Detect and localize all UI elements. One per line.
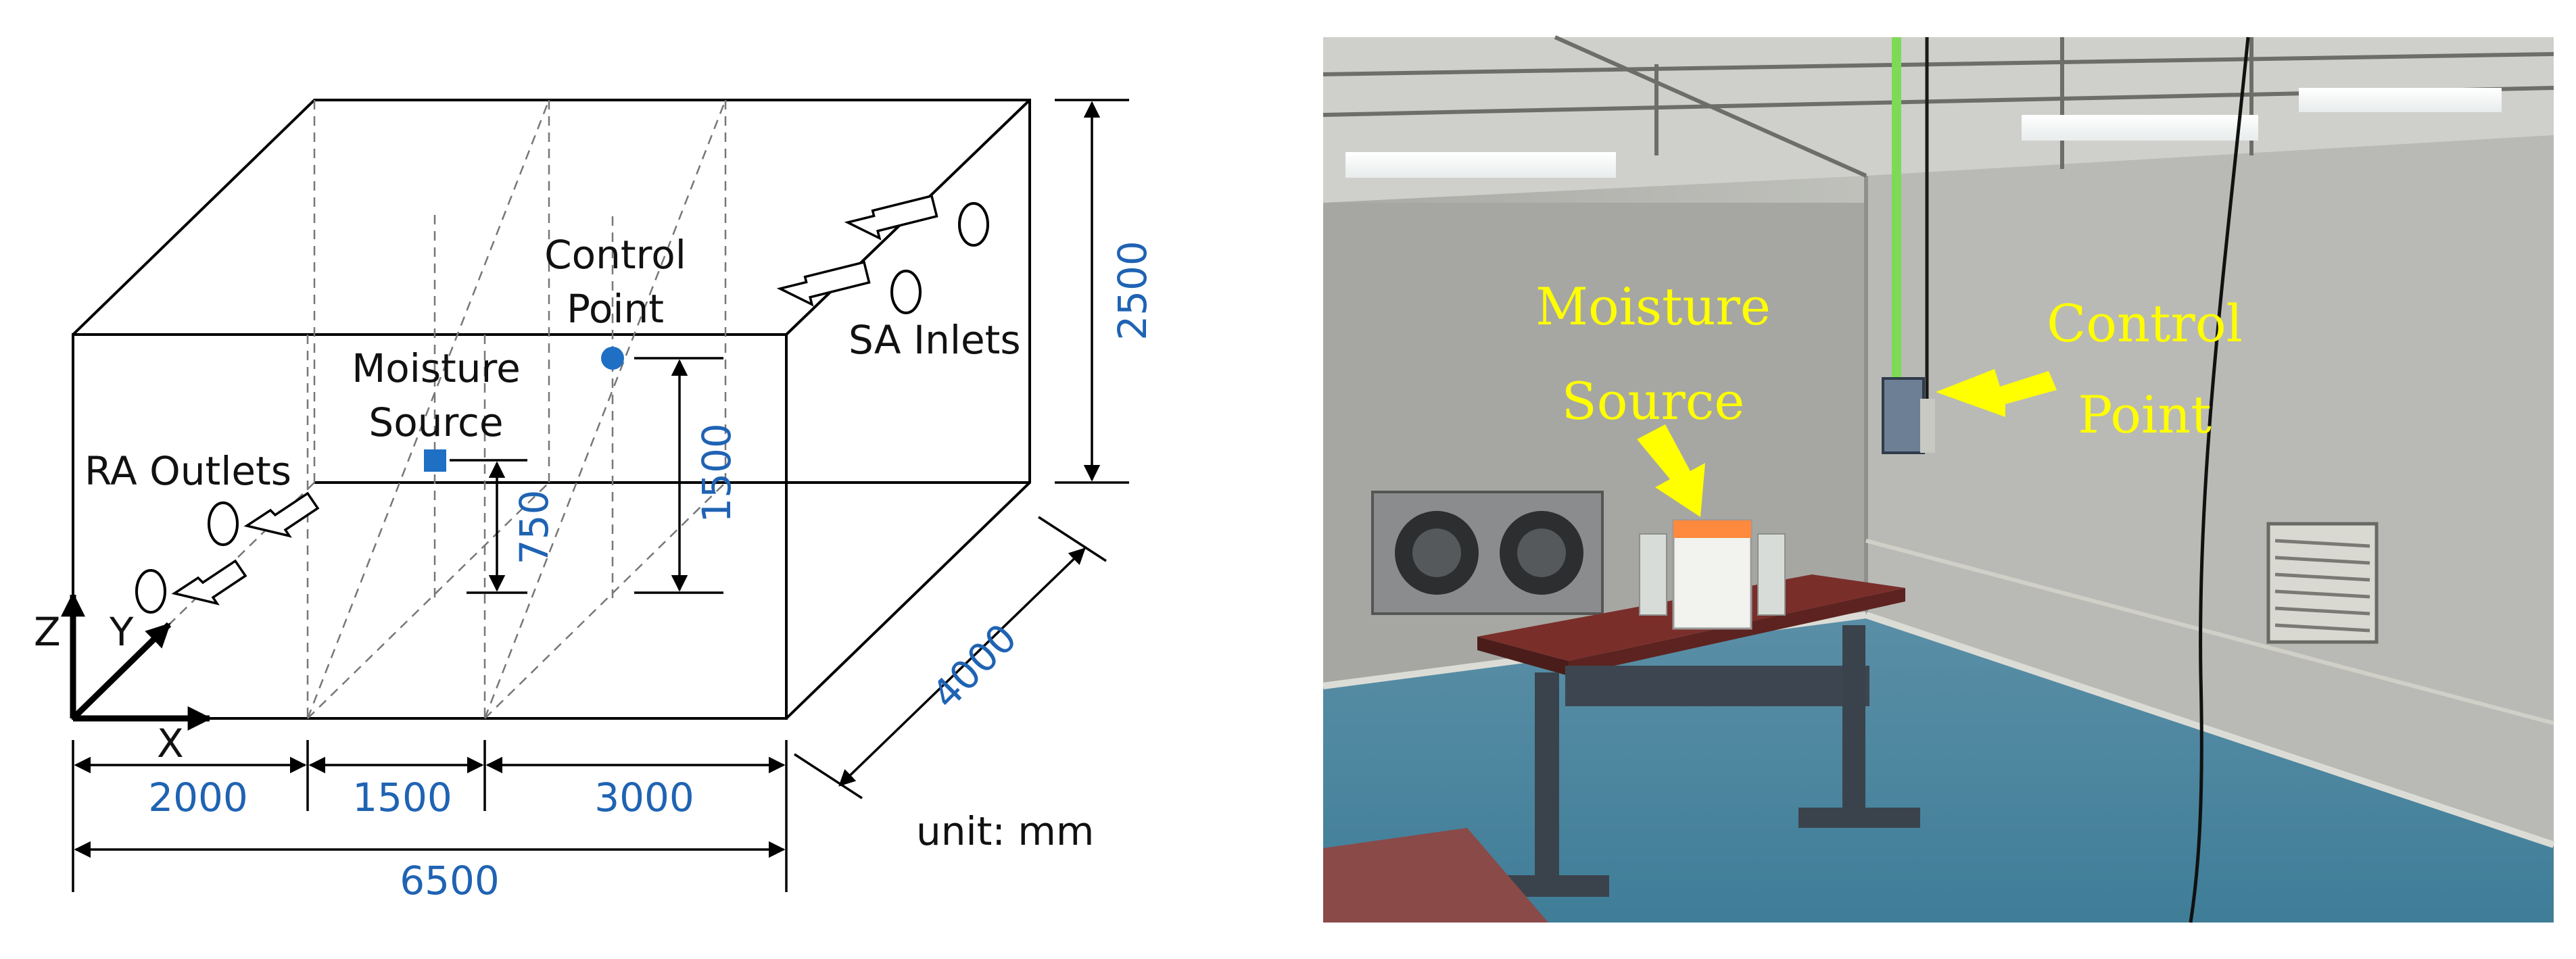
moisture-source-label-line1: Moisture <box>352 345 521 391</box>
room-box-edges <box>72 99 1031 720</box>
photo-moisture-source-label-line2: Source <box>1562 371 1745 431</box>
moisture-source-height-value: 750 <box>511 490 557 565</box>
control-point-height-dimension <box>634 357 723 594</box>
coordinate-axes <box>61 592 212 731</box>
photo-moisture-source-label-line1: Moisture <box>1535 276 1771 337</box>
moisture-source-marker <box>424 449 446 472</box>
moisture-source-label-line2: Source <box>368 399 503 445</box>
room-schematic: Z Y X 2500 4000 2000 1500 <box>34 99 1155 904</box>
photo-annotations: Moisture Source Control Point <box>1535 276 2243 517</box>
length-dimensions <box>72 740 788 892</box>
photo-control-point-label-line2: Point <box>2078 385 2212 445</box>
unit-note: unit: mm <box>916 808 1094 854</box>
sa-inlets-label: SA Inlets <box>849 317 1021 363</box>
axis-x-label: X <box>157 720 184 766</box>
sa-inlet-arrows <box>776 194 938 307</box>
depth-dimension <box>794 516 1107 800</box>
ra-outlets-label: RA Outlets <box>85 448 291 494</box>
height-dimension-value: 2500 <box>1110 241 1155 341</box>
length-segment-2-value: 1500 <box>352 774 452 820</box>
ra-outlet-arrows <box>171 491 320 606</box>
total-length-value: 6500 <box>400 858 500 904</box>
axis-z-label: Z <box>34 609 61 655</box>
depth-dimension-value: 4000 <box>923 615 1026 718</box>
height-dimension <box>1055 99 1129 484</box>
length-segment-1-value: 2000 <box>148 774 248 820</box>
photo-control-point-arrow <box>1936 369 2057 417</box>
control-point-label-line2: Point <box>567 286 664 332</box>
control-point-marker <box>601 347 624 370</box>
control-point-label-line1: Control <box>544 232 686 278</box>
sa-inlet-openings <box>890 202 989 314</box>
axis-y-label: Y <box>109 609 134 655</box>
photo-control-point-label-line1: Control <box>2047 293 2243 353</box>
photo-moisture-source-arrow <box>1637 424 1705 517</box>
ra-outlet-openings <box>135 501 239 614</box>
control-point-height-value: 1500 <box>694 423 740 523</box>
length-segment-3-value: 3000 <box>594 774 694 820</box>
room-photo <box>1322 35 2555 923</box>
moisture-source-height-dimension <box>450 459 527 594</box>
